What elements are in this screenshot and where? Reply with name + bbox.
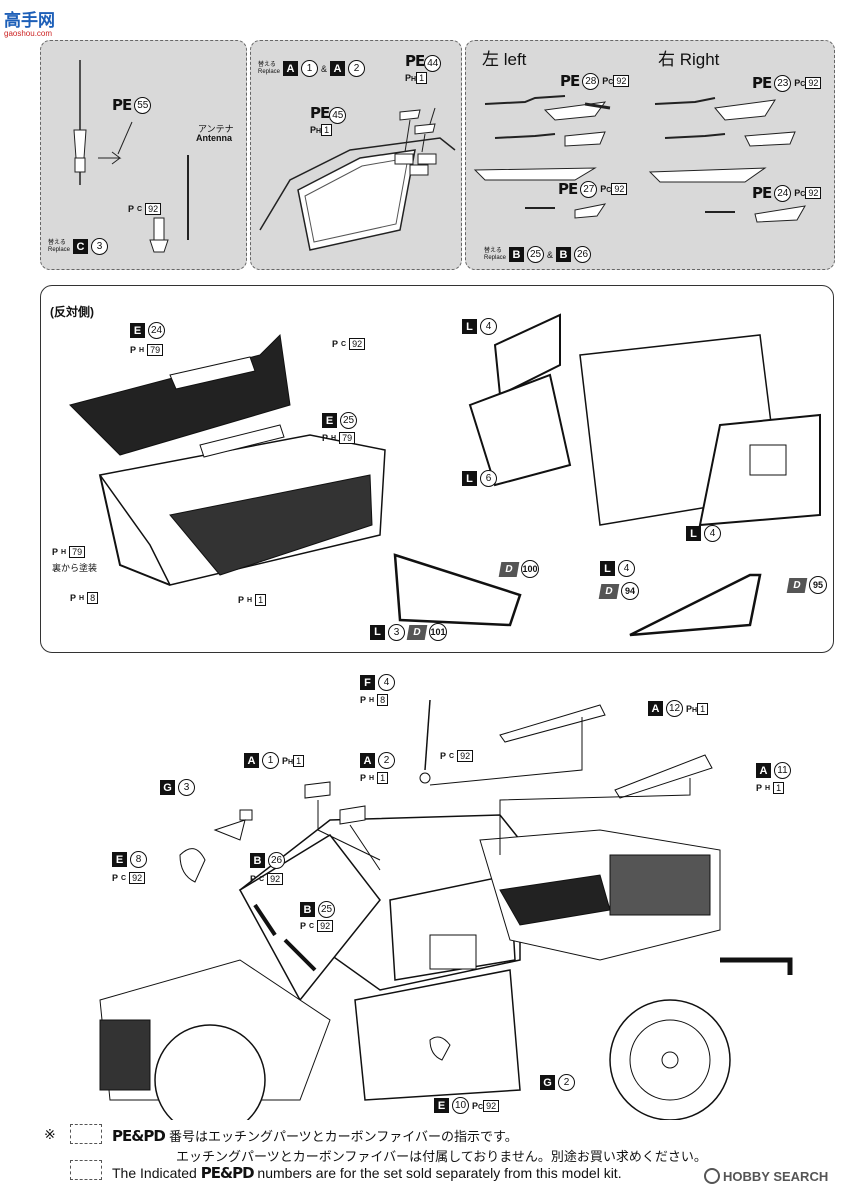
footer-line-2: エッチングパーツとカーボンファイバーは付属しておりません。別途お買い求めください…: [176, 1150, 707, 1165]
watermark-url: gaoshou.com: [4, 29, 53, 38]
window-panel-drawing: [69, 313, 821, 637]
antenna-label-en: Antenna: [196, 133, 232, 143]
footer-line-3: The Indicated PE&PD numbers are for the …: [112, 1164, 622, 1182]
roof-vent-drawing: [259, 107, 456, 251]
antenna-panel: [40, 40, 247, 270]
footer-mark: ※: [44, 1126, 56, 1142]
opposite-side-label: (反対側): [50, 305, 94, 319]
left-label: 左 left: [482, 50, 527, 69]
right-label: 右 Right: [658, 50, 720, 69]
hobby-search-icon: [704, 1168, 720, 1184]
antenna-panel-drawing: [73, 60, 189, 253]
wiper-panel: [465, 40, 835, 270]
hobby-search-text: HOBBY SEARCH: [723, 1168, 829, 1184]
wiper-drawing: [473, 95, 806, 223]
watermark-logo-text: 高手网: [4, 11, 55, 31]
hobby-search-brand: HOBBY SEARCH: [704, 1168, 828, 1184]
car-assembly-drawing: [99, 699, 793, 1120]
antenna-label-jp: アンテナ: [198, 124, 234, 134]
paint-from-back-label: 裏から塗装: [52, 563, 98, 573]
footer-box-2: [70, 1160, 102, 1180]
footer-box-1: [70, 1124, 102, 1144]
footer-line-1: PE&PD 番号はエッチングパーツとカーボンファイバーの指示です。: [112, 1127, 518, 1145]
watermark-logo: 高手网 gaoshou.com: [4, 6, 68, 38]
